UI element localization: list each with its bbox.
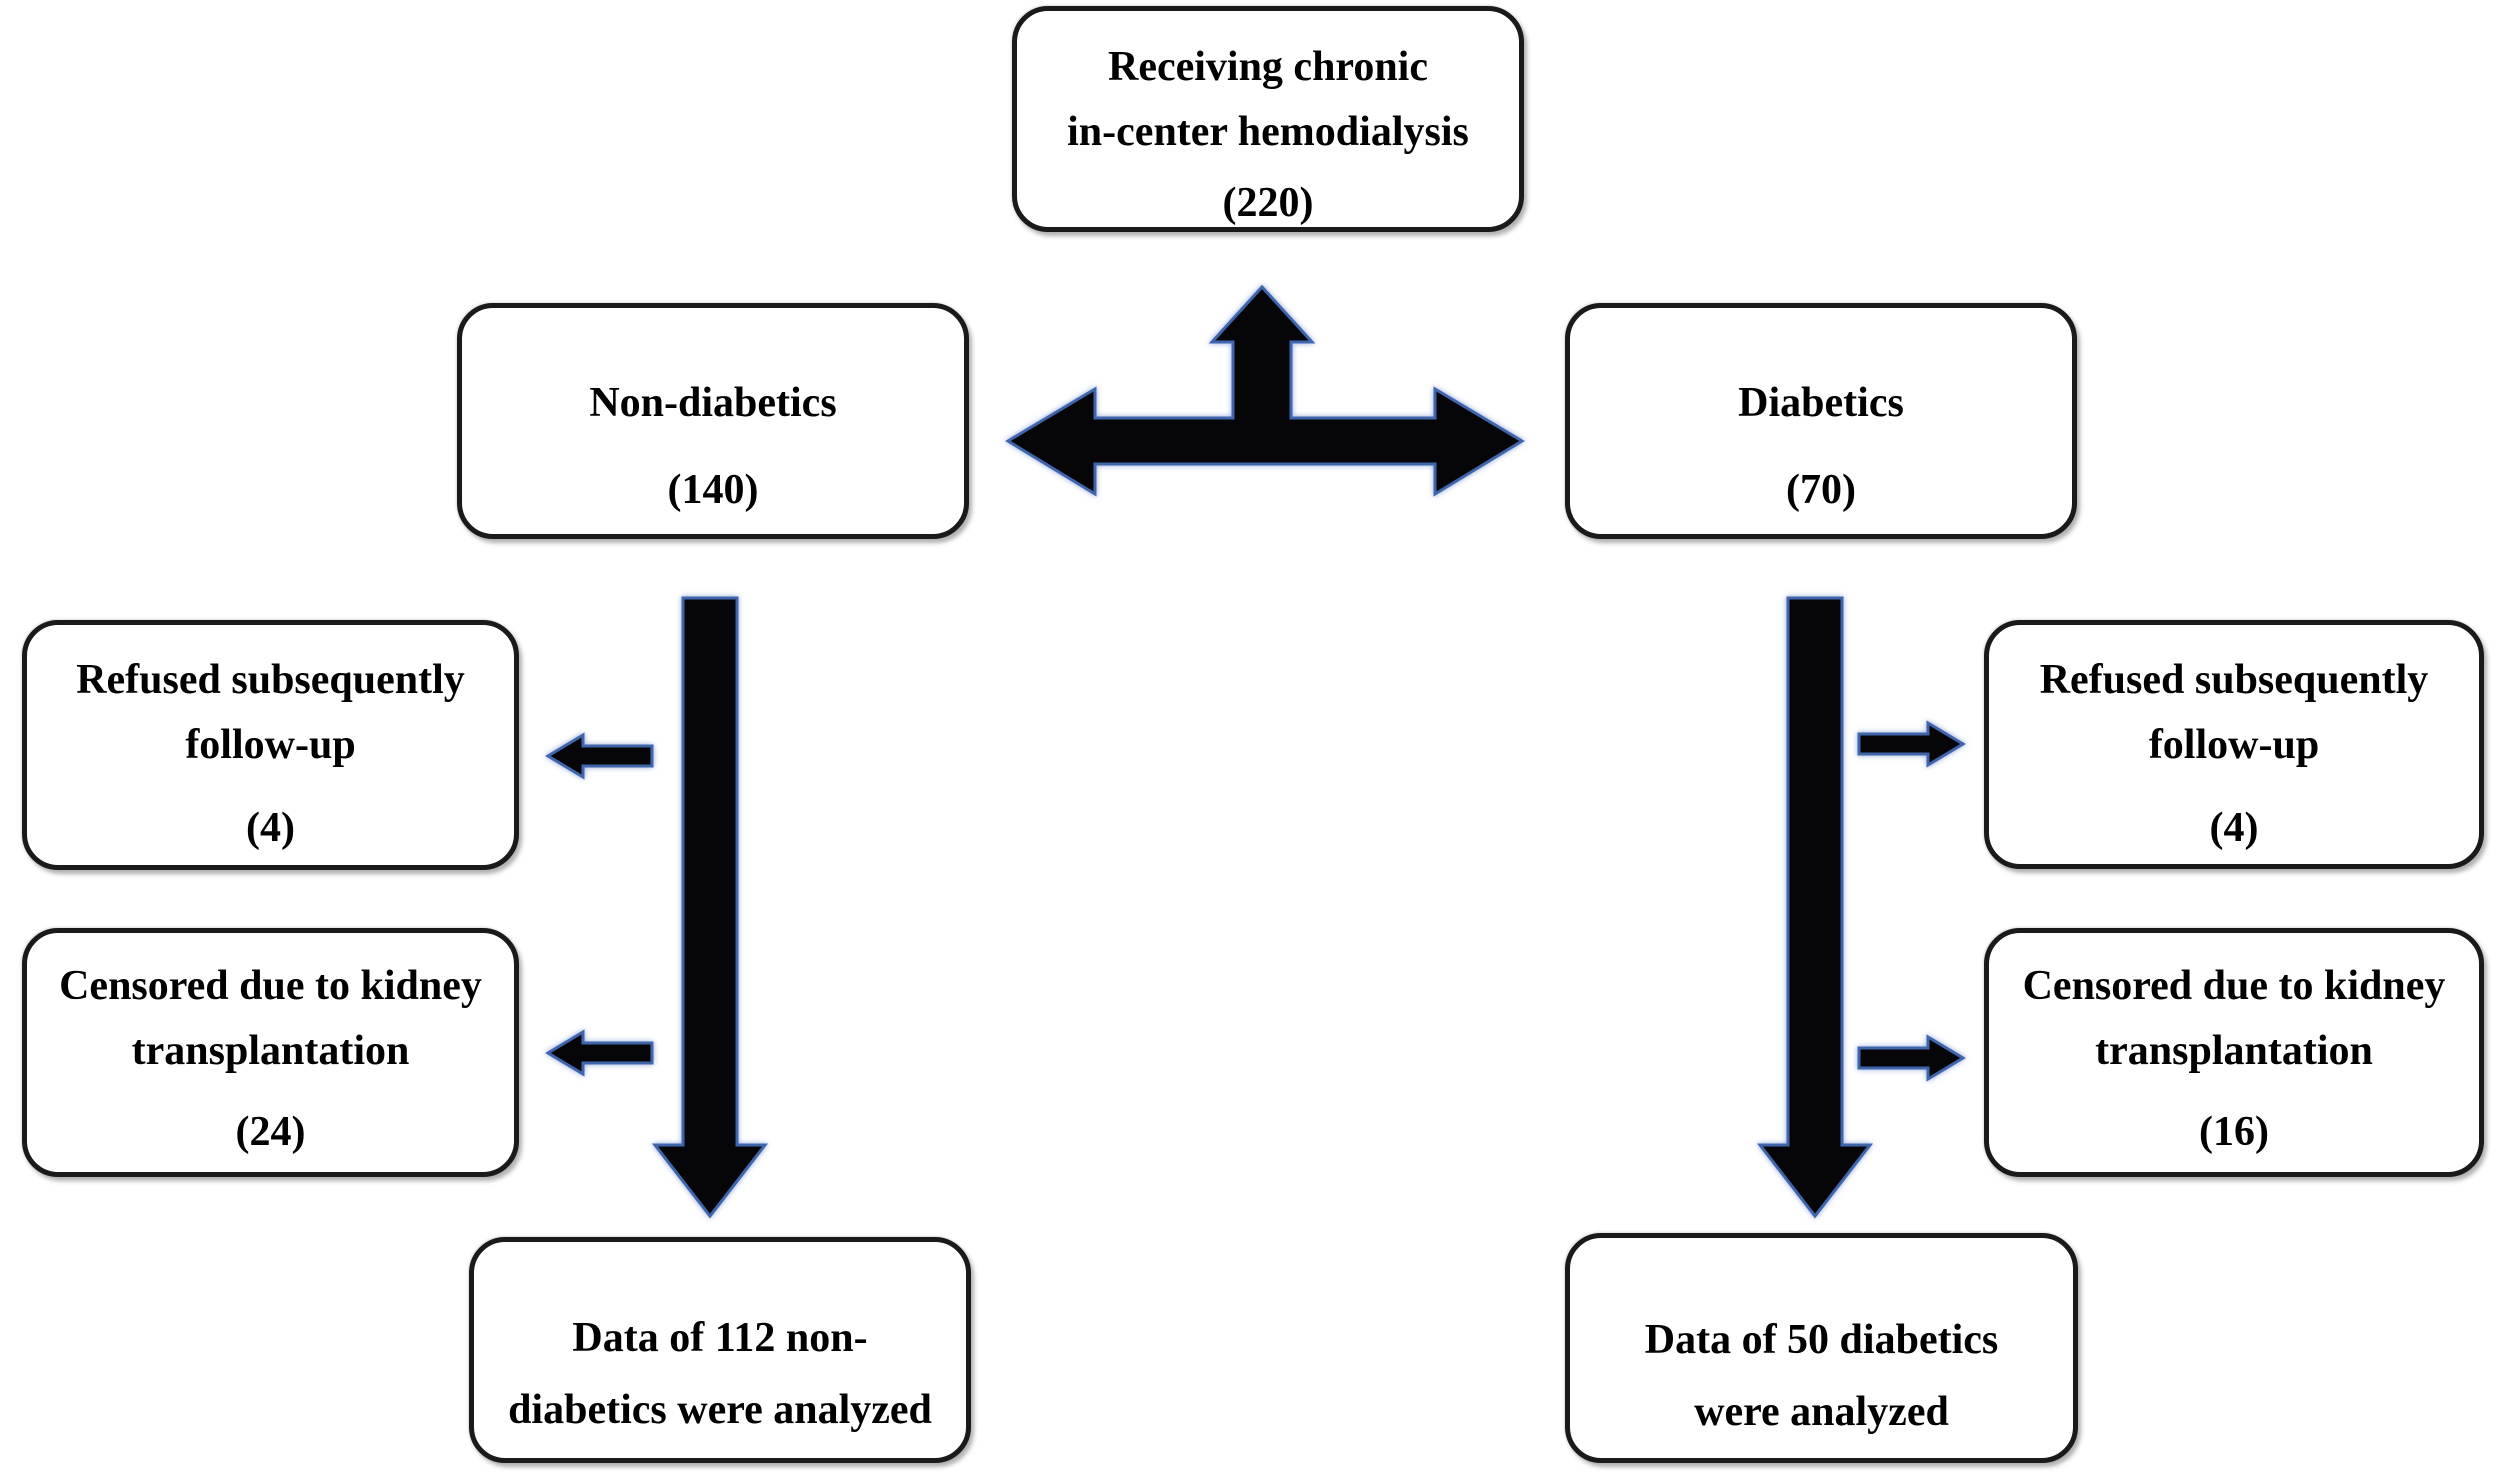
node-non-diabetics: Non-diabetics (140) (457, 303, 969, 539)
node-text: Receiving chronic (1107, 44, 1428, 90)
node-diabetics: Diabetics (70) (1565, 303, 2077, 539)
node-count: (16) (2199, 1109, 2269, 1155)
node-text: Censored due to kidney (59, 963, 482, 1009)
node-count: (140) (667, 467, 759, 513)
node-analyzed-non-diabetics: Data of 112 non- diabetics were analyzed (469, 1237, 971, 1463)
node-text: follow-up (185, 722, 356, 768)
node-text: Censored due to kidney (2022, 963, 2446, 1009)
right-arrow-icon (1857, 720, 1966, 768)
node-refused-followup-left: Refused subsequently follow-up (4) (22, 620, 519, 870)
node-text: were analyzed (1694, 1389, 1949, 1435)
node-count: (220) (1222, 180, 1314, 226)
node-text: Data of 50 diabetics (1644, 1317, 1999, 1363)
node-count: (70) (1786, 467, 1856, 513)
node-text: Diabetics (1738, 380, 1904, 426)
node-text: Non-diabetics (589, 380, 837, 426)
node-text: transplantation (2095, 1028, 2373, 1074)
split-arrow-icon (1005, 284, 1525, 497)
node-hemodialysis: Receiving chronic in-center hemodialysis… (1012, 6, 1524, 232)
node-text: follow-up (2148, 722, 2320, 768)
node-text: transplantation (131, 1028, 410, 1074)
node-count: (24) (235, 1109, 306, 1155)
node-refused-followup-right: Refused subsequently follow-up (4) (1984, 620, 2484, 869)
down-arrow-icon-left (651, 596, 769, 1219)
node-count: (4) (2209, 805, 2259, 851)
node-censored-transplant-left: Censored due to kidney transplantation (… (22, 928, 519, 1177)
left-arrow-icon (545, 732, 654, 780)
node-text: Refused subsequently (2039, 657, 2429, 703)
node-censored-transplant-right: Censored due to kidney transplantation (… (1984, 928, 2484, 1177)
right-arrow-icon (1857, 1034, 1966, 1082)
down-arrow-icon-right (1756, 596, 1874, 1219)
left-arrow-icon (545, 1029, 654, 1077)
node-count: (4) (246, 805, 295, 851)
node-text: Refused subsequently (76, 657, 465, 703)
node-text: Data of 112 non- (572, 1315, 868, 1361)
node-text: diabetics were analyzed (508, 1387, 932, 1433)
node-text: in-center hemodialysis (1067, 109, 1469, 155)
node-analyzed-diabetics: Data of 50 diabetics were analyzed (1565, 1233, 2078, 1463)
